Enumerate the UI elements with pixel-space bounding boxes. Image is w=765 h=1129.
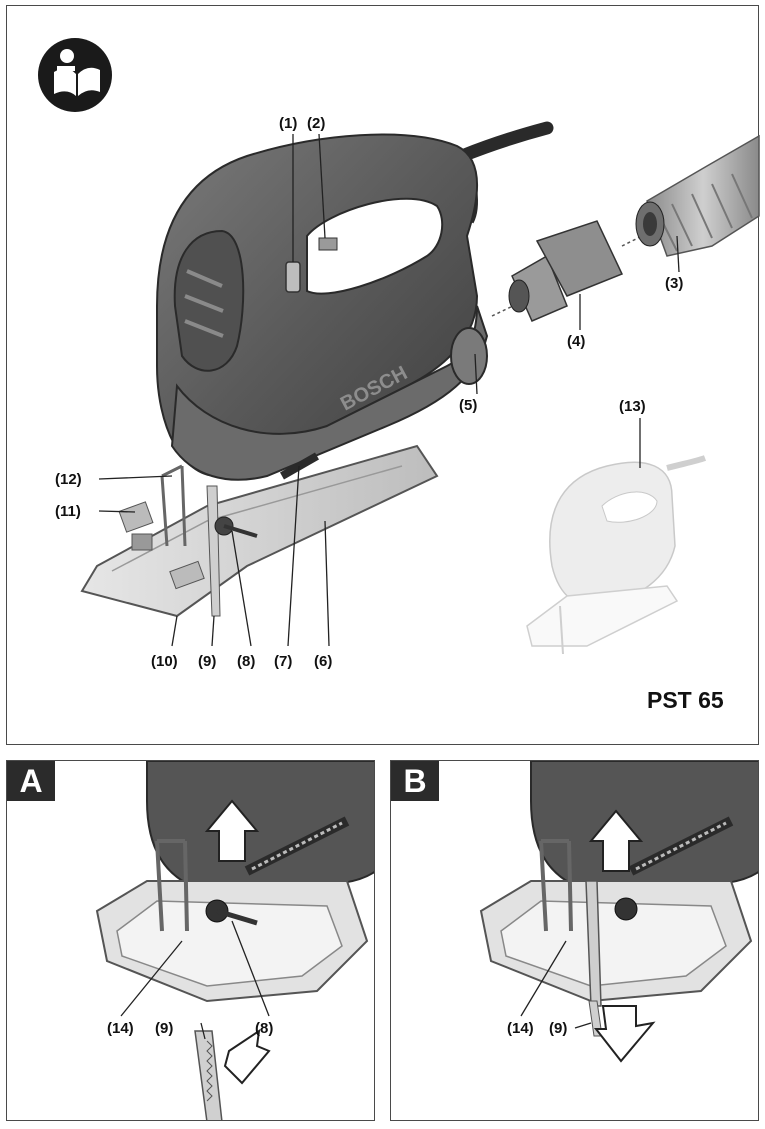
callout-11: (11)	[55, 503, 81, 520]
callout-13: (13)	[619, 398, 646, 415]
panel-b-callout-9: (9)	[549, 1020, 567, 1037]
panel-b: (14) (9) B	[390, 760, 759, 1121]
lock-button	[318, 237, 338, 251]
panel-a-callout-9: (9)	[155, 1020, 173, 1037]
callout-5: (5)	[459, 397, 477, 414]
callout-4: (4)	[567, 333, 585, 350]
leader-lines	[98, 133, 680, 647]
callout-3: (3)	[665, 275, 683, 292]
callout-7: (7)	[274, 653, 292, 670]
panel-a-drawing: (14) (9) (8)	[95, 761, 374, 1120]
callout-1: (1)	[279, 115, 297, 132]
panel-b-badge: B	[391, 761, 439, 801]
ghost-jigsaw	[526, 455, 707, 655]
panel-a-callout-14: (14)	[107, 1020, 134, 1037]
callout-12: (12)	[55, 471, 82, 488]
callout-6: (6)	[314, 653, 332, 670]
vacuum-hose	[635, 134, 760, 257]
panel-a-badge: A	[7, 761, 55, 801]
panel-b-callout-14: (14)	[507, 1020, 534, 1037]
dust-adapter	[508, 220, 624, 322]
overview-panel: BOSCH	[6, 5, 760, 745]
jigsaw-main: BOSCH	[156, 133, 489, 481]
extraction-nozzle	[450, 327, 488, 385]
base-plate	[80, 444, 439, 618]
on-off-switch	[285, 261, 301, 293]
panel-a: (14) (9) (8) A	[6, 760, 375, 1121]
callout-9: (9)	[198, 653, 216, 670]
panel-b-drawing: (14) (9)	[479, 761, 758, 1063]
callout-8: (8)	[237, 653, 255, 670]
read-manual-icon	[38, 38, 112, 112]
overview-drawing: BOSCH	[38, 38, 760, 713]
callout-2: (2)	[307, 115, 325, 132]
callout-10: (10)	[151, 653, 178, 670]
panel-a-callout-8: (8)	[255, 1020, 273, 1037]
model-name: PST 65	[647, 687, 724, 713]
